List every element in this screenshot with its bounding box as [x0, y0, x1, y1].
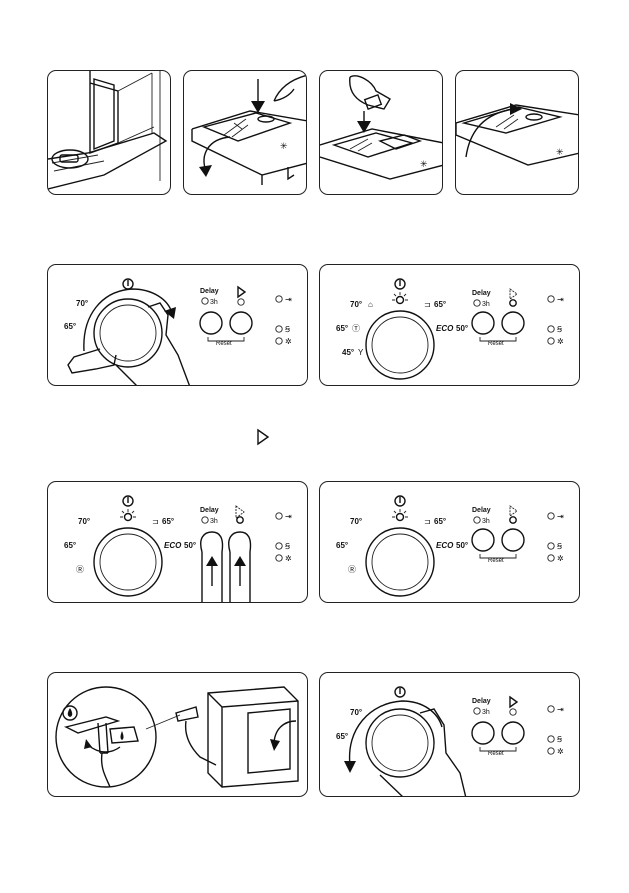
- svg-text:70°: 70°: [350, 300, 362, 309]
- play-icon: [257, 428, 270, 446]
- dispenser-lid-press-illustration: ✳: [191, 74, 306, 185]
- svg-text:⇥: ⇥: [557, 295, 564, 304]
- svg-text:Ꞩ: Ꞩ: [285, 325, 291, 334]
- svg-text:Reset: Reset: [216, 341, 232, 347]
- svg-text:3h: 3h: [210, 518, 218, 525]
- svg-text:⇥: ⇥: [557, 705, 564, 714]
- svg-text:ECO: ECO: [436, 324, 454, 333]
- svg-text:Reset: Reset: [488, 751, 504, 757]
- svg-text:Ꞩ: Ꞩ: [557, 325, 563, 334]
- svg-text:Ꞩ: Ꞩ: [557, 542, 563, 551]
- svg-text:Delay: Delay: [472, 507, 491, 514]
- svg-text:Ⓣ: Ⓣ: [352, 324, 360, 333]
- svg-text:70°: 70°: [78, 517, 90, 526]
- program-dial-illustration: 70° ⌂ ⊐ 65° 65° Ⓣ ECO 50° 45° Y Delay 3h…: [336, 278, 564, 380]
- svg-text:✲: ✲: [557, 337, 564, 346]
- step-press-lid-panel: ✳: [183, 70, 307, 195]
- svg-text:65°: 65°: [64, 541, 76, 550]
- water-drop-icon: [62, 705, 78, 721]
- svg-text:70°: 70°: [350, 517, 362, 526]
- step-close-lid-panel: ✳: [455, 70, 579, 195]
- svg-text:70°: 70°: [350, 708, 362, 717]
- power-icon: [122, 278, 134, 290]
- svg-text:⇥: ⇥: [285, 512, 292, 521]
- svg-text:65°: 65°: [434, 517, 446, 526]
- svg-text:✲: ✲: [285, 554, 292, 563]
- svg-text:Y: Y: [358, 348, 364, 357]
- svg-text:✲: ✲: [285, 337, 292, 346]
- svg-text:3h: 3h: [482, 301, 490, 308]
- svg-text:⇥: ⇥: [557, 512, 564, 521]
- svg-text:⇥: ⇥: [285, 295, 292, 304]
- svg-text:Reset: Reset: [488, 341, 504, 347]
- dishwasher-open-door-illustration: [48, 71, 168, 190]
- svg-text:3h: 3h: [482, 709, 490, 716]
- svg-text:65°: 65°: [336, 324, 348, 333]
- svg-text:✲: ✲: [557, 747, 564, 756]
- svg-text:✳: ✳: [280, 141, 288, 151]
- knob-rotate-illustration: 70° 65° Delay 3h Reset ⇥ Ꞩ ✲: [64, 278, 292, 385]
- svg-text:50°: 50°: [456, 541, 468, 550]
- detergent-tablet-illustration: ✳: [320, 75, 442, 180]
- svg-text:✳: ✳: [556, 147, 564, 157]
- power-icon: [394, 686, 406, 698]
- control-panel-turn-off: 70° 65° Delay 3h Reset ⇥ Ꞩ ✲: [319, 672, 580, 797]
- control-panel-press-buttons: 70° ⊐ 65° 65° ECO 50° Ⓡ Delay 3h ⇥ Ꞩ ✲: [47, 481, 308, 603]
- svg-text:Ⓡ: Ⓡ: [348, 565, 356, 574]
- svg-text:Ꞩ: Ꞩ: [557, 735, 563, 744]
- svg-text:65°: 65°: [336, 732, 348, 741]
- svg-text:ECO: ECO: [164, 541, 182, 550]
- water-tap-dishwasher-panel: [47, 672, 308, 797]
- close-lid-illustration: ✳: [456, 103, 578, 166]
- svg-text:50°: 50°: [456, 324, 468, 333]
- svg-text:45°: 45°: [342, 348, 354, 357]
- svg-text:Delay: Delay: [200, 507, 219, 514]
- svg-text:3h: 3h: [210, 299, 218, 306]
- svg-text:Reset: Reset: [488, 558, 504, 564]
- power-icon: [394, 495, 406, 507]
- svg-text:⊐: ⊐: [424, 517, 431, 526]
- svg-text:Ⓡ: Ⓡ: [76, 565, 84, 574]
- control-panel-turn-knob: 70° 65° Delay 3h Reset ⇥ Ꞩ ✲: [47, 264, 308, 386]
- svg-text:3h: 3h: [482, 518, 490, 525]
- power-icon: [122, 495, 134, 507]
- play-icon: [237, 285, 247, 299]
- svg-text:ECO: ECO: [436, 541, 454, 550]
- svg-text:Delay: Delay: [200, 288, 219, 295]
- power-icon: [394, 278, 406, 290]
- svg-text:50°: 50°: [184, 541, 196, 550]
- svg-text:Delay: Delay: [472, 290, 491, 297]
- svg-text:⌂: ⌂: [368, 300, 373, 309]
- svg-text:65°: 65°: [162, 517, 174, 526]
- step-open-dispenser-panel: [47, 70, 171, 195]
- svg-text:65°: 65°: [434, 300, 446, 309]
- svg-text:✲: ✲: [557, 554, 564, 563]
- svg-text:Ꞩ: Ꞩ: [285, 542, 291, 551]
- knob-turn-off-illustration: 70° 65° Delay 3h Reset ⇥ Ꞩ ✲: [336, 686, 564, 796]
- svg-text:70°: 70°: [76, 299, 88, 308]
- water-tap-illustration: [55, 686, 299, 788]
- control-panel-reset-done: 70° ⊐ 65° 65° ECO 50° Ⓡ Delay 3h Reset ⇥…: [319, 481, 580, 603]
- press-buttons-illustration: 70° ⊐ 65° 65° ECO 50° Ⓡ Delay 3h ⇥ Ꞩ ✲: [64, 495, 292, 602]
- control-panel-program-select: 70° ⌂ ⊐ 65° 65° Ⓣ ECO 50° 45° Y Delay 3h…: [319, 264, 580, 386]
- svg-text:⊐: ⊐: [424, 300, 431, 309]
- svg-text:65°: 65°: [64, 322, 76, 331]
- svg-text:65°: 65°: [336, 541, 348, 550]
- svg-text:✳: ✳: [420, 159, 428, 169]
- svg-text:⊐: ⊐: [152, 517, 159, 526]
- step-add-detergent-panel: ✳: [319, 70, 443, 195]
- svg-text:Delay: Delay: [472, 698, 491, 705]
- reset-state-illustration: 70° ⊐ 65° 65° ECO 50° Ⓡ Delay 3h Reset ⇥…: [336, 495, 564, 597]
